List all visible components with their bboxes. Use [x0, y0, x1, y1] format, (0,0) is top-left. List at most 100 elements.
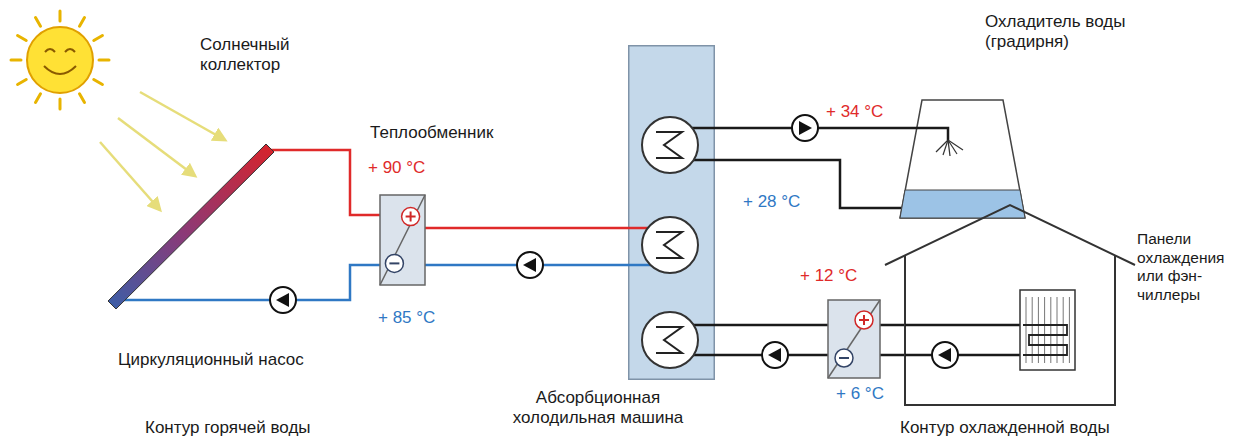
pump-symbol — [762, 342, 788, 368]
sun-arrow — [140, 92, 225, 140]
temperature-label: + 90 °C — [368, 158, 425, 178]
temperature-label: + 6 °C — [836, 384, 884, 404]
heat-exchanger-symbol — [859, 315, 869, 325]
node-heading: Абсорбционная холодильная машина — [498, 388, 698, 429]
absorption-chiller-outline — [642, 217, 698, 273]
cooled-building-outline — [905, 324, 1023, 327]
cooled-building-outline — [905, 354, 1023, 357]
sun-arrow — [100, 142, 160, 210]
cooling-tower-outline — [900, 190, 1025, 218]
heat-exchanger-outline — [380, 195, 425, 285]
pump-symbol — [938, 348, 951, 362]
cooled-building-outline — [905, 255, 1115, 405]
cooled-building-outline — [1038, 297, 1039, 363]
cooling-tower-outline — [943, 140, 948, 155]
pipe-line — [275, 150, 380, 215]
absorption-chiller-outline — [628, 46, 715, 380]
solar-collector-outline — [108, 144, 275, 309]
absorption-chiller-outline — [642, 217, 698, 273]
sun-ray — [94, 36, 103, 41]
absorption-chiller-outline — [656, 232, 682, 258]
absorption-chiller-outline — [642, 312, 698, 368]
cooling-tower: Охладитель воды (градирня) — [900, 100, 1025, 218]
heat-exchanger-outline — [380, 195, 425, 285]
pump-symbol — [768, 348, 781, 362]
temperature-label: + 12 °C — [800, 266, 857, 286]
cooling-tower-outline — [948, 140, 963, 150]
cooling-tower-outline — [900, 128, 948, 140]
pump-symbol — [799, 121, 812, 135]
cooled-building-outline — [885, 205, 1135, 265]
sun-eye — [65, 49, 75, 52]
sun-ray — [18, 80, 27, 85]
absorption-chiller-outline — [628, 45, 715, 380]
absorption-chiller-outline — [642, 312, 698, 368]
absorption-chiller-outline — [656, 132, 682, 158]
pump-symbol — [276, 293, 289, 307]
absorption-chiller-outline — [642, 117, 698, 173]
heat-exchanger-outline — [406, 212, 416, 222]
cooled-building-outline — [1032, 297, 1033, 363]
sun-ray — [11, 59, 21, 62]
pump-symbol — [792, 115, 818, 141]
return-pipe — [880, 354, 905, 357]
heat-exchanger-symbol — [828, 300, 880, 378]
absorption-chiller: Абсорбционная холодильная машина — [628, 45, 715, 380]
cooled-building-outline — [1050, 297, 1051, 363]
pump-symbol — [270, 287, 296, 313]
heat-exchanger-outline — [380, 195, 425, 285]
sun-ray — [11, 11, 109, 109]
sun-ray — [59, 99, 62, 109]
pump-symbol — [270, 287, 296, 313]
cooling-tower-outline — [900, 100, 1025, 218]
heat-exchanger-symbol — [828, 300, 880, 378]
temperature-label: + 34 °C — [826, 102, 883, 122]
cooled-building-outline — [1069, 297, 1070, 363]
sun-ray — [36, 18, 41, 27]
sun — [11, 11, 109, 109]
heat-exchanger-outline — [402, 208, 420, 226]
absorption-chiller-outline — [656, 327, 682, 353]
node-heading: Панели охлаждения или фэн-чиллеры — [1137, 230, 1234, 304]
pump-symbol — [517, 252, 543, 278]
cooled-building-outline — [1020, 290, 1075, 370]
sun-arrow — [100, 92, 225, 210]
pump-symbol — [932, 342, 958, 368]
sun-ray — [99, 59, 109, 62]
absorption-chiller-outline — [642, 117, 698, 173]
heat-exchanger: Теплообменник — [380, 195, 425, 285]
cooling-tower-outline — [900, 100, 1025, 218]
pump-symbol — [792, 115, 818, 141]
cooled-building-outline — [885, 205, 1135, 405]
circuit-label: Контур горячей воды — [145, 418, 311, 438]
temperature-label: + 85 °C — [378, 308, 435, 328]
heat-exchanger-outline — [380, 195, 425, 285]
pump-symbol — [762, 342, 788, 368]
cooled-building-outline — [905, 205, 1115, 405]
cooling-tower-outline — [948, 140, 957, 154]
cooled-building-outline — [1063, 297, 1064, 363]
sun-ray — [59, 11, 62, 21]
cooled-building-outline — [1023, 325, 1067, 355]
absorption-chiller-outline — [629, 46, 715, 380]
node-heading: Солнечный коллектор — [200, 35, 320, 76]
pump-symbol — [517, 252, 543, 278]
cooled-building-outline — [1026, 297, 1027, 363]
heat-exchanger-outline — [389, 262, 399, 264]
sun-eye — [45, 49, 55, 52]
sun-ray — [18, 36, 27, 41]
solar-collector-outline — [108, 144, 274, 309]
solar-collector: Солнечный коллектор — [105, 140, 275, 312]
cooling-tower-outline — [900, 100, 1025, 218]
sun-arrow — [118, 118, 195, 176]
pump-symbol — [523, 258, 536, 272]
sun-ray — [80, 18, 85, 27]
pump-symbol — [932, 342, 958, 368]
sun-ray — [36, 94, 41, 103]
cooled-building-outline — [1044, 297, 1045, 363]
heat-exchanger-outline — [385, 254, 403, 272]
temperature-label: + 28 °C — [743, 192, 800, 212]
solar-collector-outline — [105, 140, 275, 312]
heat-exchanger-symbol — [855, 311, 873, 329]
